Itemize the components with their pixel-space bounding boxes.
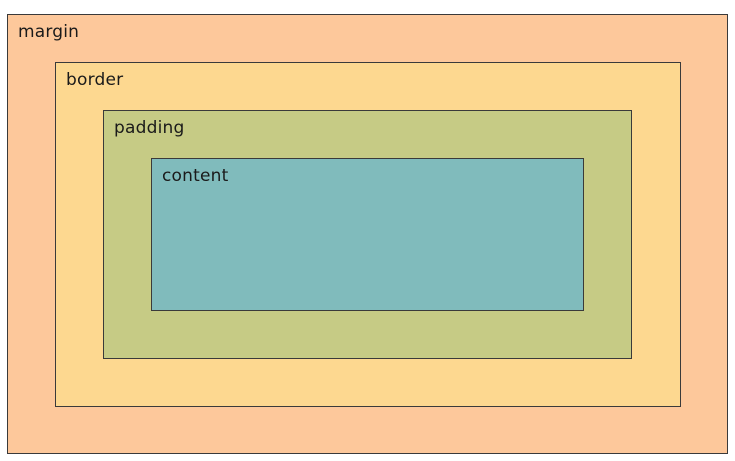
content-box: content bbox=[151, 158, 584, 311]
border-label: border bbox=[66, 70, 124, 90]
margin-label: margin bbox=[18, 22, 80, 42]
padding-label: padding bbox=[114, 118, 185, 138]
content-label: content bbox=[162, 166, 229, 186]
